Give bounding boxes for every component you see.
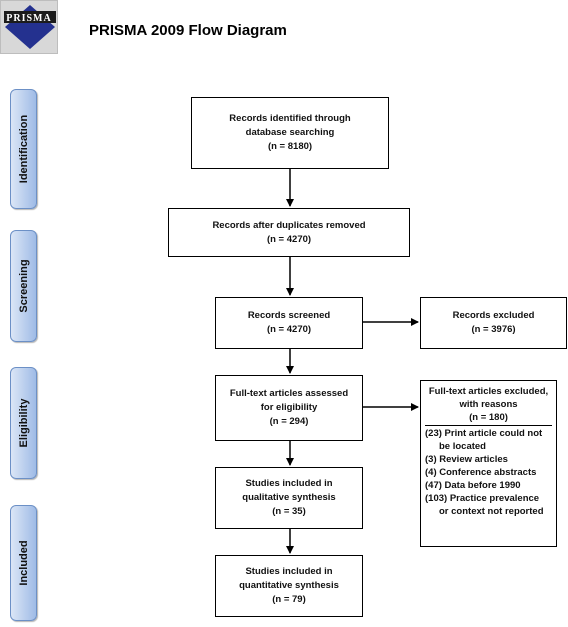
- heading-line: (n = 180): [469, 412, 508, 423]
- box-line: Records after duplicates removed: [212, 219, 366, 231]
- box-line: (n = 79): [272, 594, 306, 605]
- reason-item: (4) Conference abstracts: [425, 467, 537, 478]
- box-line: (n = 4270): [266, 324, 312, 335]
- divider: [425, 425, 552, 426]
- fulltext-assessed-box: Full-text articles assessed for eligibil…: [215, 375, 363, 441]
- fulltext-excluded-box: Full-text articles excluded, with reason…: [420, 380, 557, 547]
- box-line: Records identified through: [229, 113, 351, 124]
- reason-item: (23) Print article could not: [425, 428, 543, 439]
- box-line: Records excluded: [452, 310, 535, 321]
- page-title: PRISMA 2009 Flow Diagram: [89, 22, 287, 39]
- records-screened-box: Records screened (n = 4270): [215, 297, 363, 349]
- reason-item-continued: be located: [439, 441, 486, 452]
- logo-text: PRISMA: [6, 13, 52, 24]
- qualitative-synthesis-box: Studies included in qualitative synthesi…: [215, 467, 363, 529]
- box-line: (n = 35): [272, 506, 306, 517]
- box-line: Studies included in: [245, 566, 333, 577]
- heading-line: Full-text articles excluded,: [428, 386, 549, 397]
- box-line: Records screened: [247, 310, 331, 321]
- excluded-heading: Full-text articles excluded, with reason…: [421, 381, 556, 424]
- stage-identification: Identification: [10, 89, 37, 209]
- stage-screening: Screening: [10, 230, 37, 342]
- reason-item-continued: or context not reported: [439, 506, 544, 517]
- reason-item: (47) Data before 1990: [425, 480, 521, 491]
- records-excluded-box: Records excluded (n = 3976): [420, 297, 567, 349]
- logo-graphic: [1, 1, 57, 53]
- box-line: for eligibility: [260, 402, 318, 413]
- box-line: Full-text articles assessed: [229, 388, 349, 399]
- box-line: quantitative synthesis: [239, 580, 339, 591]
- reason-item: (103) Practice prevalence: [425, 493, 540, 504]
- reason-item: (3) Review articles: [425, 454, 508, 465]
- box-line: (n = 3976): [471, 324, 516, 335]
- box-line: database searching: [245, 127, 335, 138]
- duplicates-removed-box: Records after duplicates removed (n = 42…: [168, 208, 410, 257]
- stage-eligibility: Eligibility: [10, 367, 37, 479]
- box-line: (n = 8180): [267, 141, 313, 152]
- stage-included: Included: [10, 505, 37, 621]
- exclusion-reasons-list: (23) Print article could not be located …: [421, 427, 556, 518]
- box-line: (n = 294): [269, 416, 309, 427]
- box-line: Studies included in: [245, 478, 333, 489]
- box-line: qualitative synthesis: [242, 492, 336, 503]
- quantitative-synthesis-box: Studies included in quantitative synthes…: [215, 555, 363, 617]
- heading-line: with reasons: [459, 399, 518, 410]
- records-identified-box: Records identified through database sear…: [191, 97, 389, 169]
- prisma-logo: PRISMA: [0, 0, 58, 54]
- box-line: (n = 4270): [266, 233, 312, 245]
